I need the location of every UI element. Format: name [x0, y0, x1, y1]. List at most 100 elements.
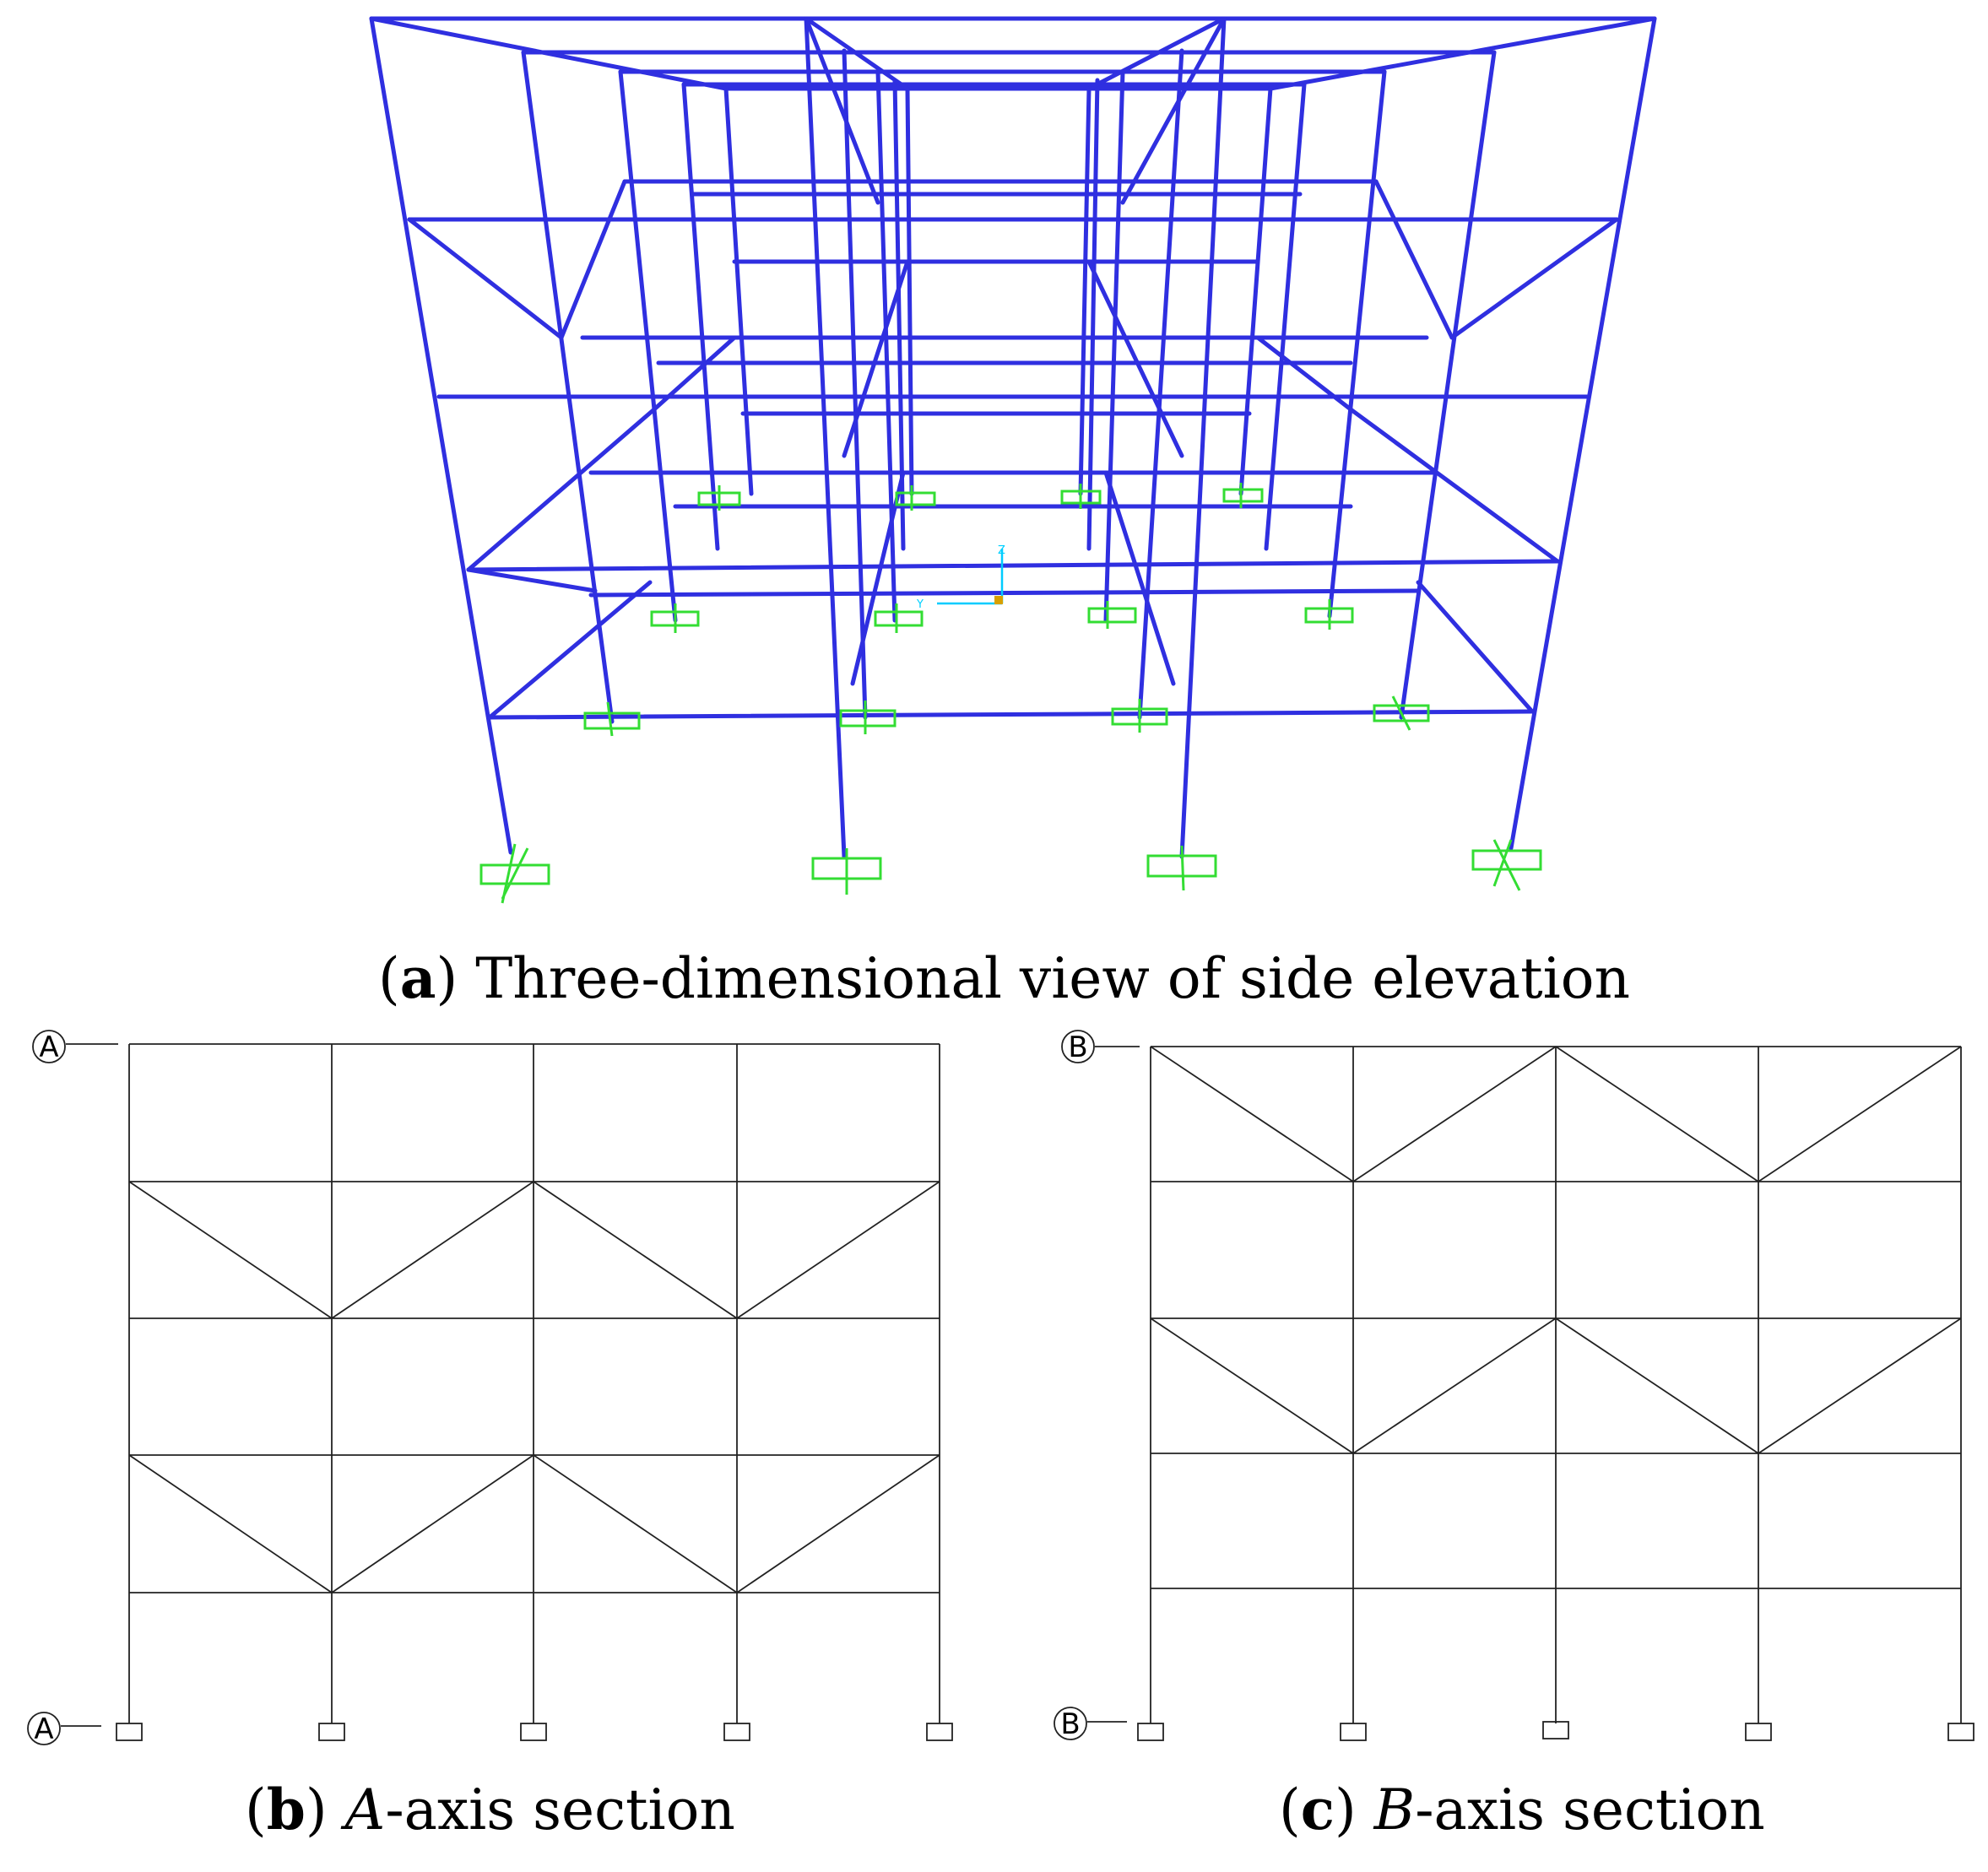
section-a-top-bubble [32, 1030, 66, 1063]
brace-13 [1120, 16, 1227, 205]
fourth-column-mid-right [1086, 78, 1100, 551]
section-b-brace-story5-right [1555, 1046, 1962, 1183]
brace-17 [1103, 470, 1176, 686]
axis-triad [937, 549, 1004, 605]
section-a-support-4 [723, 1723, 750, 1741]
support-row4-3 [1060, 484, 1102, 509]
third-column-mid-right [1103, 69, 1125, 623]
support-row4-1 [697, 485, 741, 511]
axis-triad-y-label: Y [916, 598, 924, 611]
support-row3-3 [1087, 601, 1137, 629]
section-b-brace-story3-right [1555, 1317, 1962, 1455]
caption-a-paren-open: ( [378, 946, 400, 1011]
support-row3-4 [1304, 599, 1354, 630]
section-b-frame [1054, 1030, 1974, 1741]
brace-12 [804, 16, 880, 205]
caption-a-text: Three-dimensional view of side elevation [458, 946, 1630, 1011]
brace-10 [487, 580, 653, 720]
section-b-support-5 [1947, 1723, 1974, 1741]
third-column-right [1327, 69, 1387, 619]
support-front-1 [479, 843, 550, 904]
front-floor-beam-1 [487, 709, 1535, 720]
third-column-mid-left [875, 69, 897, 623]
section-a-support-3 [520, 1723, 547, 1741]
front-column-inner-left [804, 16, 847, 859]
brace-2 [559, 179, 627, 340]
support-row2-3 [1111, 699, 1168, 733]
section-a-support-5 [926, 1723, 953, 1741]
support-row2-2 [839, 701, 896, 734]
section-b-support-3 [1542, 1721, 1569, 1739]
caption-c-letter: c [1300, 1777, 1335, 1842]
brace-11 [1416, 580, 1535, 714]
section-a-brace-story2-left [128, 1454, 534, 1594]
section-b-bottom-bubble [1054, 1707, 1087, 1740]
caption-c-paren-open: ( [1279, 1777, 1301, 1842]
inner-floor-beam-1a [588, 588, 1421, 598]
section-b-brace-story5-left [1150, 1046, 1557, 1183]
caption-b-letter: b [266, 1777, 306, 1842]
second-column-right [1399, 50, 1497, 720]
roof-connector-left [369, 16, 729, 91]
support-front-2 [811, 848, 882, 895]
section-a-brace-story2-right [533, 1454, 940, 1594]
frame-3d-view [369, 16, 1657, 859]
support-row4-2 [895, 485, 936, 511]
caption-a-paren-close: ) [436, 946, 458, 1011]
brace-14 [842, 259, 910, 458]
back-column-mid-right [1078, 86, 1092, 496]
caption-b-paren-open: ( [245, 1777, 267, 1842]
front-floor-beam-2 [466, 559, 1560, 572]
section-b-top-bubble-label: B [1068, 1031, 1087, 1064]
support-row3-1 [650, 603, 700, 633]
section-b-support-1 [1137, 1723, 1164, 1741]
brace-8 [1348, 407, 1560, 564]
frame-3d-supports [479, 483, 1542, 904]
third-column-left [618, 69, 678, 623]
section-a-brace-story4-left [128, 1181, 534, 1320]
back-column-right [1238, 86, 1273, 496]
fourth-column-left [681, 82, 720, 551]
caption-c-text: -axis section [1415, 1777, 1765, 1842]
section-a-bottom-bubble [27, 1712, 61, 1745]
support-front-3 [1146, 845, 1217, 891]
section-a-bottom-bubble-label: A [34, 1712, 53, 1746]
section-a-support-1 [116, 1723, 143, 1741]
brace-7 [652, 335, 737, 412]
caption-b-text: -axis section [385, 1777, 735, 1842]
brace-4 [1373, 179, 1454, 340]
section-b-top-bubble [1061, 1030, 1095, 1063]
brace-6 [466, 407, 657, 572]
support-row3-2 [874, 603, 924, 633]
second-column-mid-left [842, 48, 868, 720]
brace-5 [466, 567, 598, 593]
roof-connector-right [1268, 16, 1657, 91]
front-column-right [1509, 16, 1657, 851]
roof-connector-mid-right [1086, 16, 1227, 91]
second-column-left [521, 50, 615, 724]
caption-a: (a) Three-dimensional view of side eleva… [378, 945, 1630, 1011]
brace-16 [850, 470, 906, 686]
brace-15 [1086, 259, 1184, 458]
section-b-brace-story3-left [1150, 1317, 1557, 1455]
support-front-4 [1471, 839, 1542, 891]
fourth-column-right [1264, 82, 1307, 551]
back-column-mid-left [905, 86, 914, 496]
caption-b: (b) A-axis section [245, 1777, 735, 1842]
caption-b-axis-name: A [344, 1777, 386, 1842]
caption-b-paren-close: ) [305, 1777, 328, 1842]
brace-9 [1255, 335, 1353, 412]
front-column-left [369, 16, 513, 855]
section-a-brace-story4-right [533, 1181, 940, 1320]
section-b-support-4 [1745, 1723, 1772, 1741]
caption-c-paren-close: ) [1334, 1777, 1357, 1842]
caption-c: (c) B-axis section [1279, 1777, 1765, 1842]
brace-1 [407, 217, 564, 340]
section-b-bottom-bubble-label: B [1060, 1707, 1080, 1741]
support-row2-1 [583, 701, 641, 737]
front-column-inner-right [1179, 16, 1227, 859]
support-row4-4 [1222, 483, 1264, 508]
caption-a-letter: a [399, 945, 436, 1011]
section-a-support-2 [318, 1723, 345, 1741]
